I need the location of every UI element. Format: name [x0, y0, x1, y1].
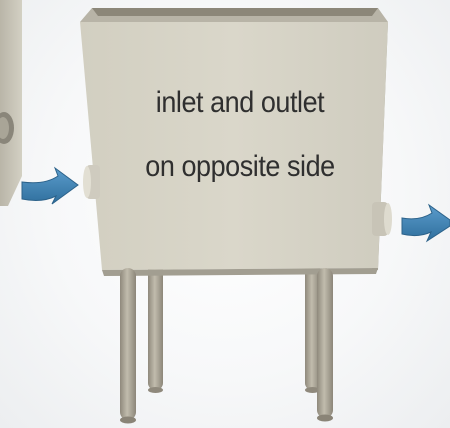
neighbor-unit-left [0, 0, 22, 206]
outlet-arrow-icon [401, 203, 450, 243]
inlet-arrow-icon [21, 166, 79, 205]
inlet-pipe [83, 165, 100, 199]
tank-box [80, 8, 388, 276]
outlet-pipe [372, 202, 392, 236]
legs-back [148, 262, 320, 393]
legs-front [120, 268, 333, 424]
label-line-1: inlet and outlet [155, 86, 325, 119]
label-line-2: on opposite side [145, 150, 335, 183]
